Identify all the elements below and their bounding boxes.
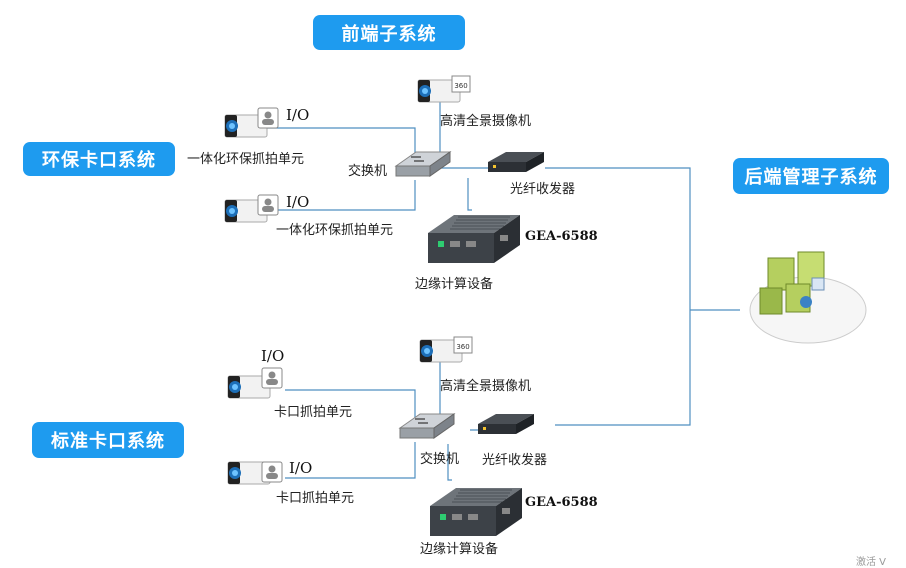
fiber-transceiver-icon <box>488 152 544 172</box>
person-badge-icon <box>261 367 283 389</box>
panoramic-camera-label: 高清全景摄像机 <box>440 114 532 129</box>
person-badge-icon <box>257 194 279 216</box>
person-badge-icon <box>257 107 279 129</box>
switch-icon <box>399 413 455 439</box>
badge-text-2: 360 <box>456 343 469 351</box>
fiber-transceiver-icon <box>478 414 534 434</box>
connection-lines <box>265 100 740 481</box>
env-checkpoint-title: 环保卡口系统 <box>23 142 175 176</box>
capture-unit-label-1: 一体化环保抓拍单元 <box>187 152 305 167</box>
front-subsystem-title: 前端子系统 <box>313 15 465 50</box>
capture-unit-label-3: 卡口抓拍单元 <box>274 405 353 420</box>
edge-device-icon <box>427 214 521 264</box>
capture-unit-label-2: 一体化环保抓拍单元 <box>276 223 394 238</box>
camera-360-badge: 360 <box>451 75 471 93</box>
switch-label: 交换机 <box>348 164 388 179</box>
panoramic-camera-label-lower: 高清全景摄像机 <box>440 379 532 394</box>
io-label-4: I/O <box>289 459 313 477</box>
edge-device-label-lower: 边缘计算设备 <box>420 542 499 557</box>
fiber-transceiver-label-lower: 光纤收发器 <box>482 453 548 468</box>
switch-icon <box>395 151 451 177</box>
camera-360-badge: 360 <box>453 336 473 354</box>
io-label-2: I/O <box>286 193 310 211</box>
fiber-transceiver-label: 光纤收发器 <box>510 182 576 197</box>
badge-text-1: 360 <box>454 82 467 90</box>
std-checkpoint-title: 标准卡口系统 <box>32 422 184 458</box>
io-label-3: I/O <box>261 347 285 365</box>
edge-device-icon <box>429 487 523 537</box>
server-cluster-icon <box>749 251 867 344</box>
person-badge-icon <box>261 461 283 483</box>
capture-unit-label-4: 卡口抓拍单元 <box>276 491 355 506</box>
io-label-1: I/O <box>286 106 310 124</box>
edge-device-label: 边缘计算设备 <box>415 277 494 292</box>
edge-model-label-lower: GEA-6588 <box>525 495 598 510</box>
edge-model-label: GEA-6588 <box>525 229 598 244</box>
backend-subsystem-title: 后端管理子系统 <box>733 158 889 194</box>
switch-label-lower: 交换机 <box>420 452 460 467</box>
watermark-text: 激活 V <box>856 557 887 568</box>
